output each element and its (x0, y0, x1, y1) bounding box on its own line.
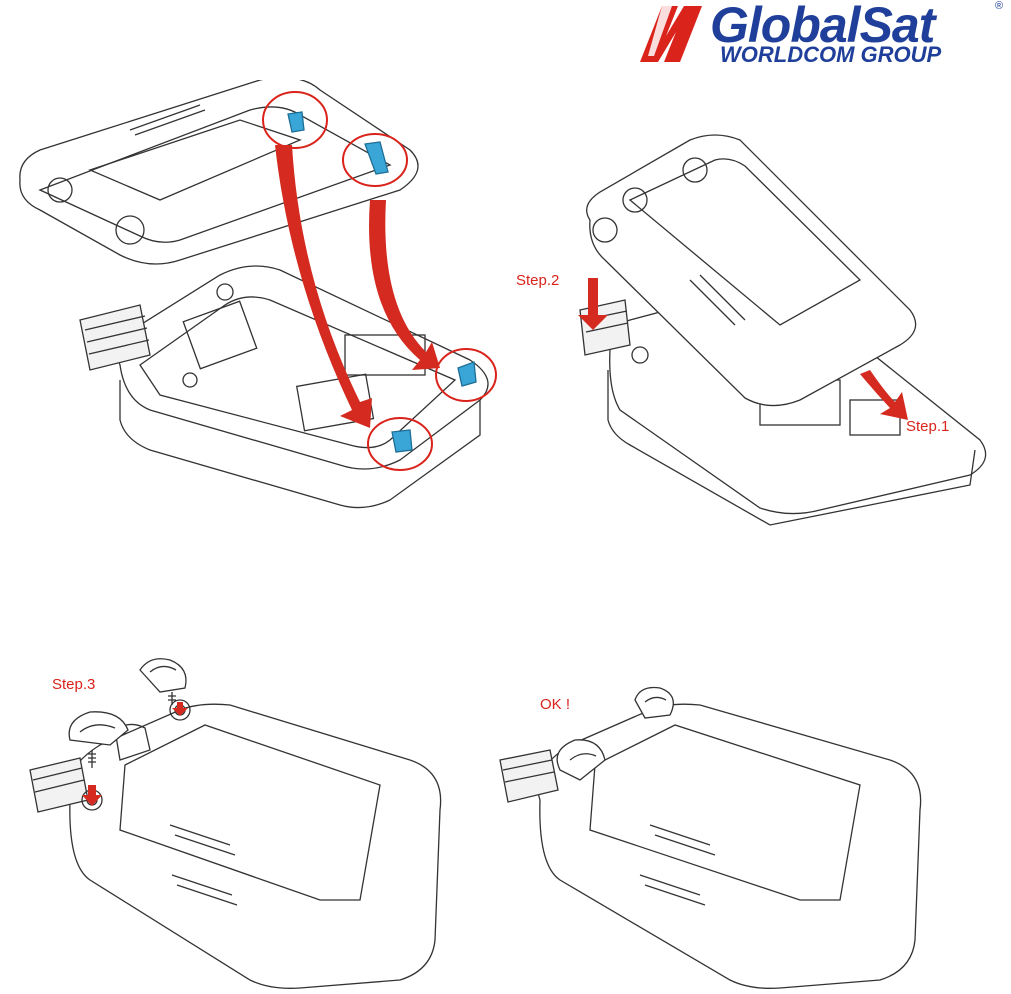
registered-mark: ® (995, 0, 1003, 12)
globalsat-emblem-icon (632, 0, 712, 70)
globalsat-logo: GlobalSat WORLDCOM GROUP ® (632, 0, 1010, 70)
lid-illustration (20, 80, 418, 264)
illustration-screw-installation: Step.3 (0, 650, 480, 994)
illustration-lid-alignment (0, 80, 500, 520)
illustration-assembled-ok: OK ! (490, 660, 990, 994)
illustration-lid-insertion: Step.2 Step.1 (500, 130, 1000, 530)
step-1-label: Step.1 (906, 418, 949, 435)
step-2-label: Step.2 (516, 272, 559, 289)
brand-tagline: WORLDCOM GROUP (720, 42, 941, 68)
ok-label: OK ! (540, 696, 570, 713)
closed-device-illustration (500, 688, 921, 989)
step-3-label: Step.3 (52, 676, 95, 693)
base-illustration (80, 266, 488, 508)
